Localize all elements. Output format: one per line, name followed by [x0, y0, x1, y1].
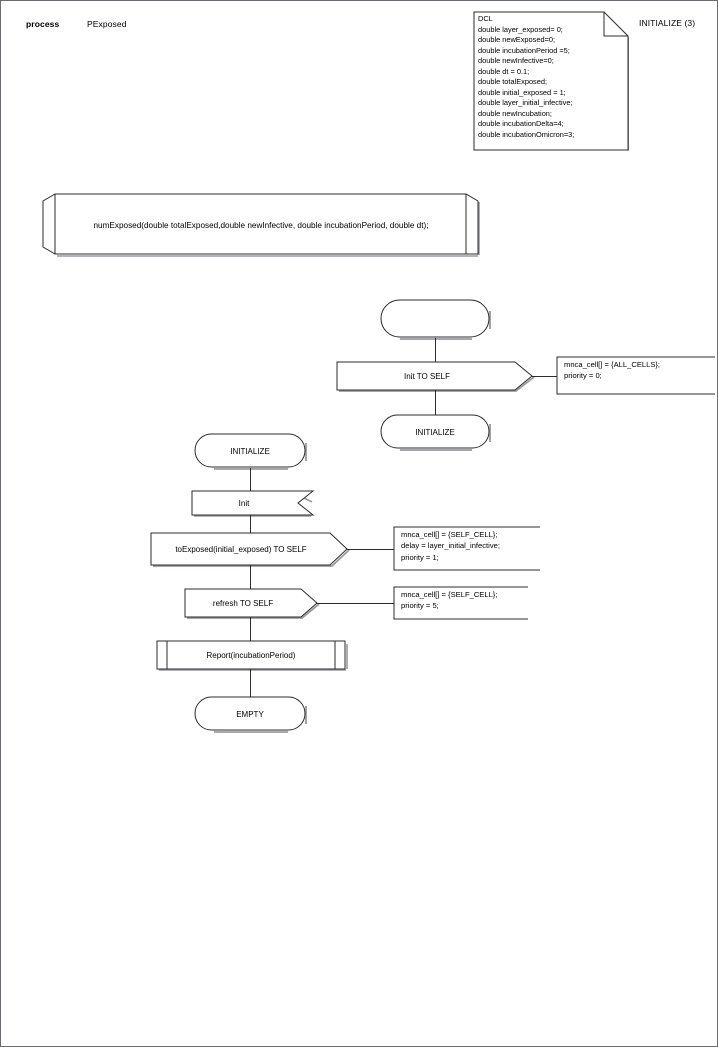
start-symbol	[380, 299, 491, 340]
comment-refresh: mnca_cell[] = {SELF_CELL}; priority = 5;	[393, 586, 529, 621]
connector-input-to-toexposed	[250, 515, 251, 533]
connector-toexposed-to-refresh	[250, 565, 251, 589]
page-label: INITIALIZE (3)	[639, 18, 696, 28]
output-refresh-to-self[interactable]: refresh TO SELF	[184, 588, 320, 619]
procedure-call-report[interactable]: Report(incubationPeriod)	[156, 640, 348, 671]
comment-init: mnca_cell[] = {ALL_CELLS}; priority = 0;	[556, 356, 716, 396]
comment-refresh-text: mnca_cell[] = {SELF_CELL}; priority = 5;	[401, 590, 498, 611]
connector-refresh-to-report	[250, 617, 251, 641]
comment-toexposed-text: mnca_cell[] = {SELF_CELL}; delay = layer…	[401, 530, 500, 562]
output-init-to-self[interactable]: Init TO SELF	[336, 361, 536, 392]
connector-report-to-empty	[250, 669, 251, 697]
declaration-note: DCL double layer_exposed= 0; double newE…	[473, 11, 629, 151]
comment-toexposed: mnca_cell[] = {SELF_CELL}; delay = layer…	[393, 526, 541, 572]
output-toexposed-to-self[interactable]: toExposed(initial_exposed) TO SELF	[150, 532, 350, 567]
comment-init-text: mnca_cell[] = {ALL_CELLS}; priority = 0;	[564, 360, 661, 381]
state-initialize-top[interactable]: INITIALIZE	[380, 414, 491, 451]
connector-comment-refresh	[316, 603, 394, 604]
connector-comment-toexposed	[346, 549, 394, 550]
connector-start-to-output	[435, 338, 436, 362]
declaration-note-text: DCL double layer_exposed= 0; double newE…	[478, 14, 575, 140]
input-init[interactable]: Init	[191, 490, 315, 517]
page-title: PExposed	[87, 19, 127, 29]
process-keyword: process	[26, 19, 60, 29]
connector-comment-init	[532, 376, 557, 377]
connector-output-to-state	[435, 390, 436, 415]
procedure-declaration-box: numExposed(double totalExposed,double ne…	[41, 193, 481, 257]
state-empty[interactable]: EMPTY	[194, 696, 307, 733]
state-initialize-main[interactable]: INITIALIZE	[194, 433, 307, 470]
connector-state-to-input	[250, 468, 251, 491]
procedure-declaration-label: numExposed(double totalExposed,double ne…	[93, 220, 429, 230]
